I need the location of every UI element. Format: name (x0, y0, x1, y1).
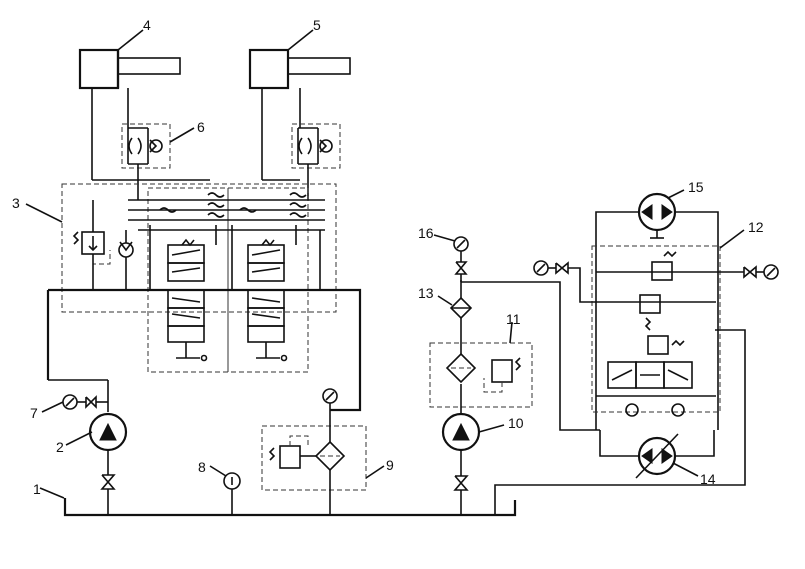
filter-13 (449, 280, 473, 330)
valve-manifold-3 (61, 179, 337, 373)
directional-valve-right (247, 238, 288, 362)
gauge-8 (223, 472, 241, 515)
directional-valve-left (167, 238, 208, 362)
label-7: 7 (30, 405, 38, 421)
label-5: 5 (313, 17, 321, 33)
label-16: 16 (418, 225, 434, 241)
throttle-check-valve-6-right (291, 123, 341, 200)
motor-15 (595, 192, 719, 430)
label-15: 15 (688, 179, 704, 195)
label-13: 13 (418, 285, 434, 301)
gauge-left-12 (533, 260, 596, 303)
callout-labels: 1 2 3 4 5 6 7 8 9 10 11 12 13 14 15 16 (12, 17, 764, 497)
pressure-header (46, 225, 362, 412)
label-2: 2 (56, 439, 64, 455)
label-12: 12 (748, 219, 764, 235)
pump-motor-14 (599, 430, 715, 479)
label-10: 10 (508, 415, 524, 431)
tank-return-line (63, 329, 746, 517)
filter-unit-11 (429, 330, 533, 414)
pressure-gauge-7 (62, 394, 108, 410)
control-block-12 (591, 245, 721, 417)
label-9: 9 (386, 457, 394, 473)
label-6: 6 (197, 119, 205, 135)
pump-10 (441, 412, 481, 515)
filter-unit-9 (261, 388, 367, 515)
label-1: 1 (33, 481, 41, 497)
leader-lines (25, 29, 745, 499)
label-11: 11 (506, 311, 521, 327)
label-4: 4 (143, 17, 151, 33)
gauge-right-12 (716, 264, 779, 280)
pump-2 (88, 412, 128, 515)
throttle-check-valve-6-left (121, 123, 171, 200)
label-3: 3 (12, 195, 20, 211)
label-8: 8 (198, 459, 206, 475)
label-14: 14 (700, 471, 716, 487)
cylinder-4 (78, 48, 181, 180)
cylinder-5 (248, 48, 351, 180)
pressure-gauge-16 (453, 236, 600, 431)
